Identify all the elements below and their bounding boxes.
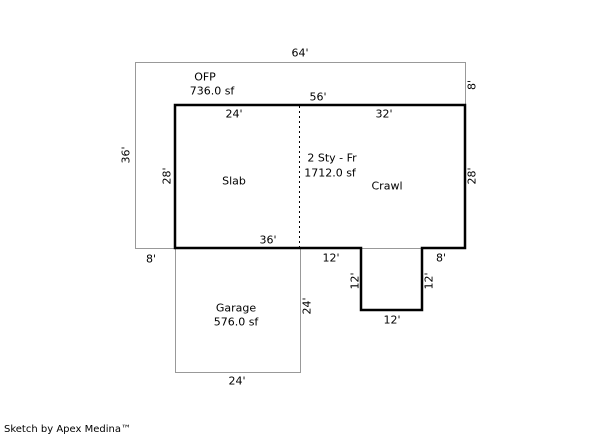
dim-outer-right: 8'	[465, 79, 479, 91]
slab-label: Slab	[222, 174, 246, 188]
sketch-credit: Sketch by Apex Medina™	[4, 424, 131, 435]
ofp-area: 736.0 sf	[189, 84, 235, 98]
main-dwelling-outline	[173, 103, 467, 312]
dim-outer-left: 36'	[119, 146, 133, 164]
dim-main-bottom: 36'	[259, 233, 277, 247]
dim-notch-left: 12'	[348, 272, 362, 290]
garage-label: Garage	[215, 301, 257, 315]
dim-notch-bottom: 12'	[383, 313, 401, 327]
dim-main-bottom-ext: 12'	[322, 251, 340, 265]
ofp-outline	[135, 62, 466, 249]
dim-main-left: 28'	[160, 167, 174, 185]
dim-main-top-left: 24'	[225, 107, 243, 121]
dim-garage-bottom: 24'	[228, 374, 246, 388]
main-area: 1712.0 sf	[304, 166, 356, 180]
dim-main-top-right: 32'	[375, 107, 393, 121]
dim-outer-bottom-left: 8'	[145, 252, 157, 266]
dim-garage-right: 24'	[300, 297, 314, 315]
ofp-label: OFP	[194, 70, 216, 84]
dim-main-top: 56'	[309, 90, 327, 104]
garage-area: 576.0 sf	[213, 315, 259, 329]
dim-main-right: 28'	[465, 167, 479, 185]
crawl-label: Crawl	[371, 179, 403, 193]
dim-main-bottom-right: 8'	[435, 251, 447, 265]
dim-outer-top: 64'	[291, 46, 309, 60]
dim-notch-right: 12'	[422, 272, 436, 290]
main-label: 2 Sty - Fr	[307, 151, 357, 165]
